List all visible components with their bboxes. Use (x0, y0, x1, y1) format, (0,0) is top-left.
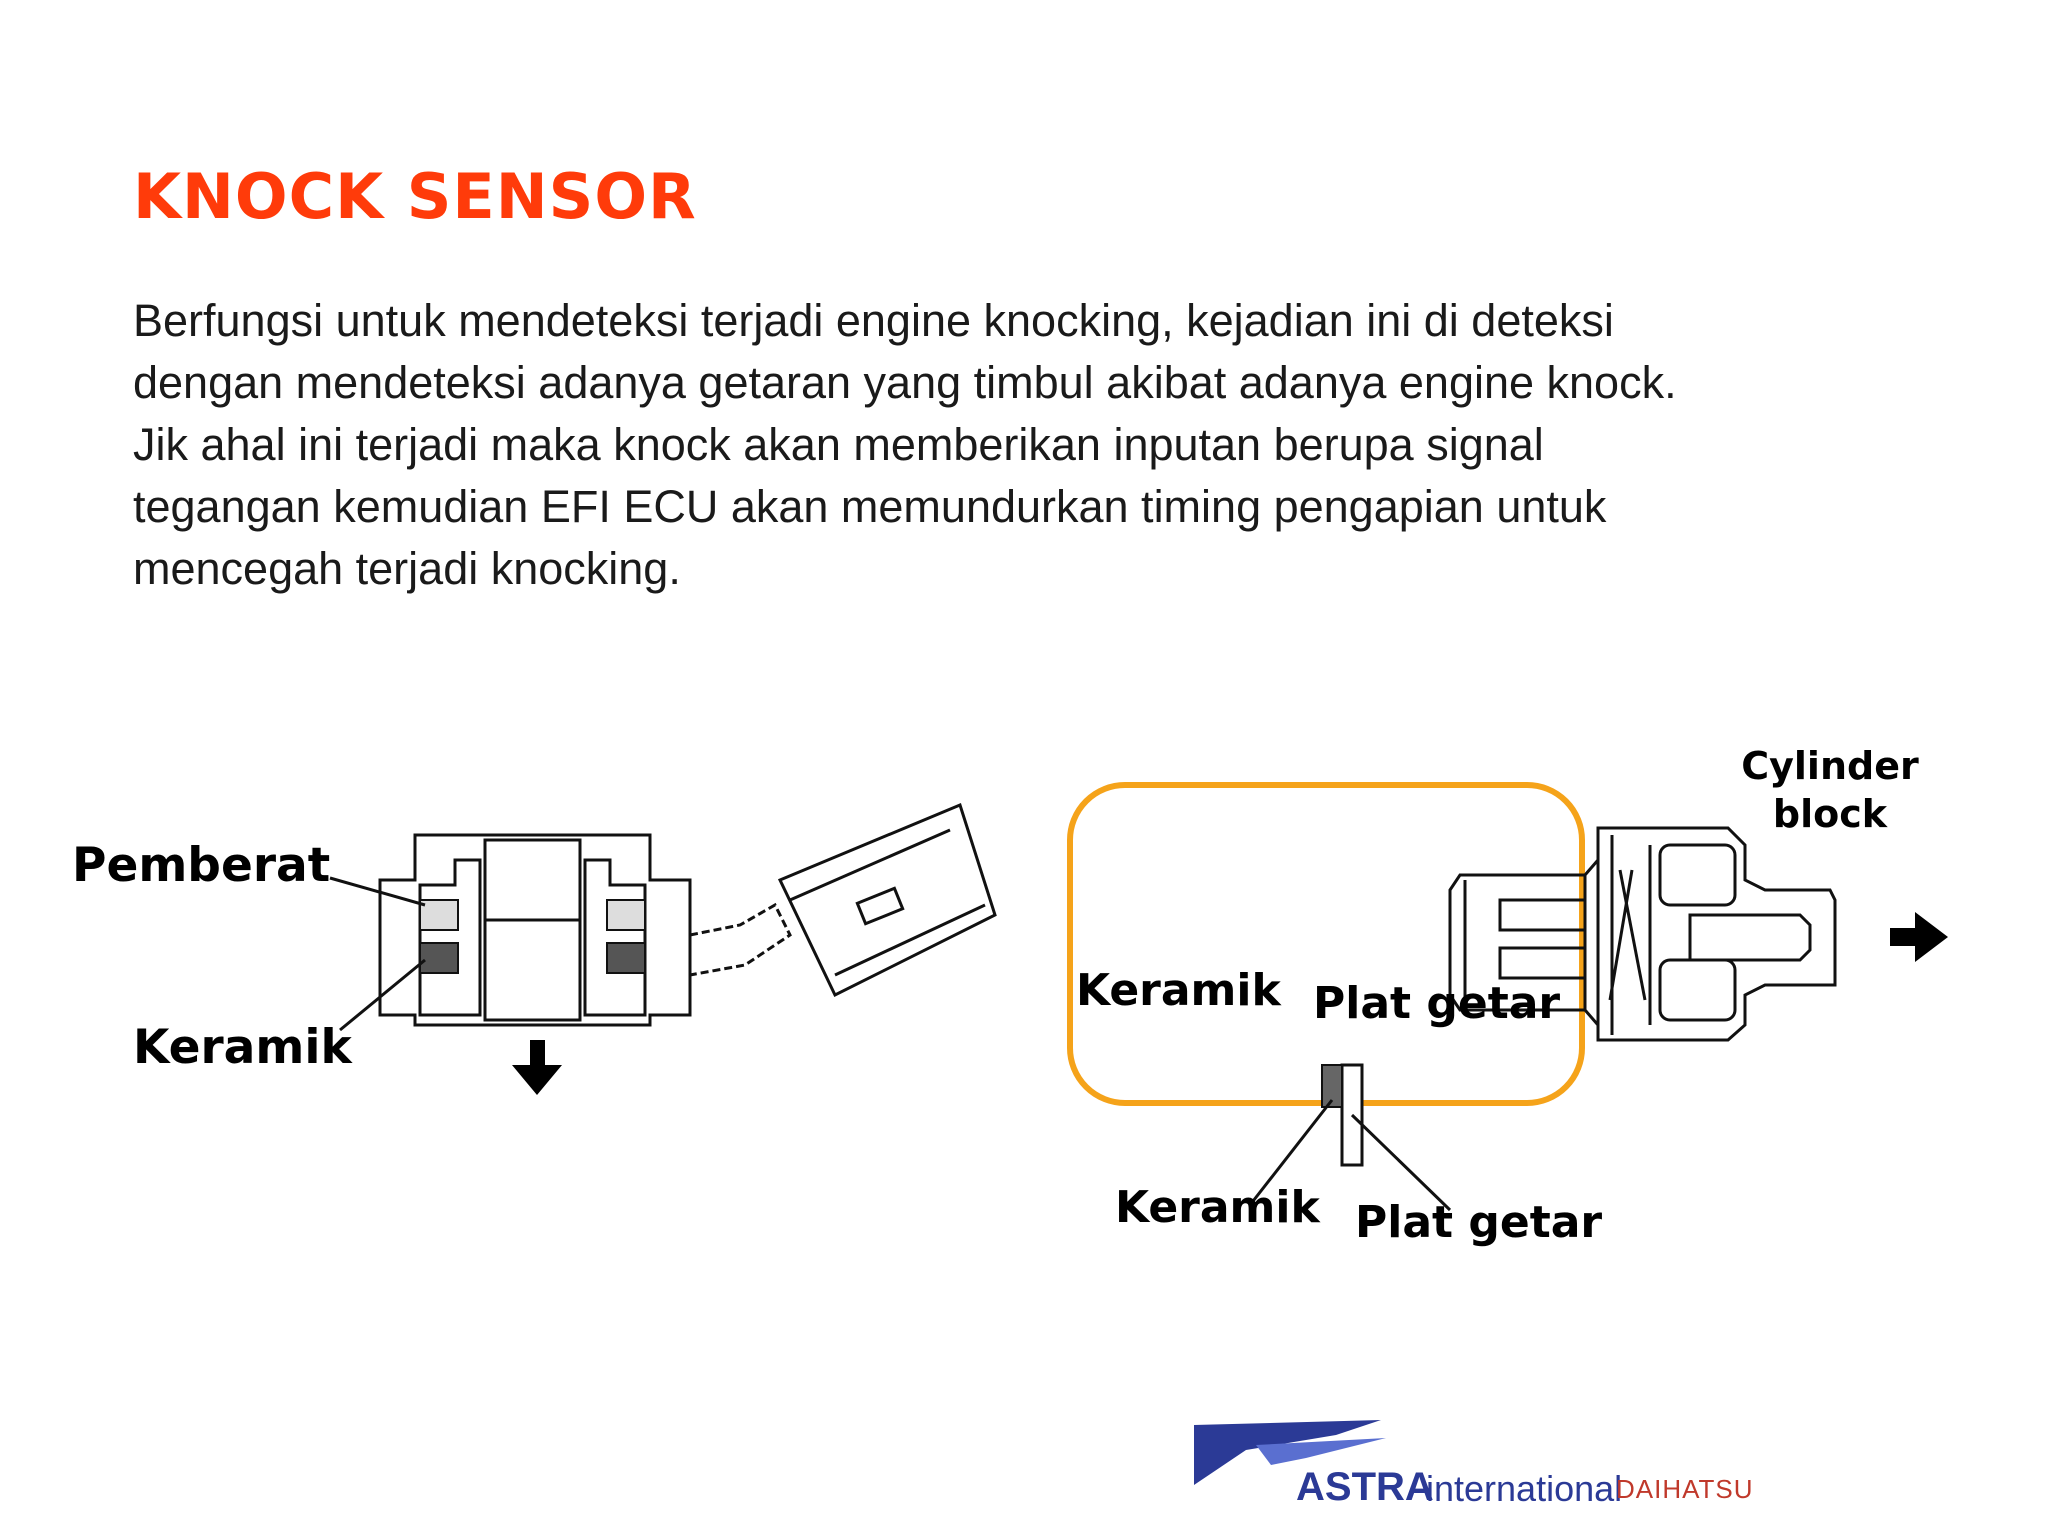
label-cylinder-line2: block (1772, 792, 1888, 836)
body-line-5: mencegah terjadi knocking. (133, 543, 681, 594)
weight-leader-line (329, 876, 426, 907)
logo-brand: ASTRA (1296, 1465, 1434, 1509)
sensor-body-outline (378, 833, 692, 1027)
down-arrow-icon (512, 1040, 562, 1095)
mounted-sensor-body (1596, 826, 1837, 1042)
ceramic-detail-leader (1248, 1099, 1334, 1206)
sensor-connector (777, 802, 997, 998)
ceramic-element-right (606, 942, 646, 974)
body-line-1: Berfungsi untuk mendeteksi terjadi engin… (133, 295, 1614, 346)
logo-partner: DAIHATSU (1616, 1474, 1754, 1504)
knock-sensor-mounted-diagram (1067, 782, 1948, 1212)
body-line-3: Jik ahal ini terjadi maka knock akan mem… (133, 419, 1544, 470)
astra-daihatsu-logo: ASTRA international DAIHATSU (1186, 1410, 1753, 1520)
label-cylinder-line1: Cylinder (1741, 744, 1919, 788)
slide-body-text: Berfungsi untuk mendeteksi terjadi engin… (133, 290, 1993, 600)
label-plat-getar-right: Plat getar (1313, 978, 1561, 1029)
right-arrow-icon (1890, 912, 1948, 962)
weight-element-left (419, 899, 459, 931)
ceramic-detail (1321, 1064, 1343, 1108)
ceramic-element-left (419, 942, 459, 974)
label-plat-getar-detail: Plat getar (1355, 1197, 1603, 1248)
label-pemberat: Pemberat (72, 838, 331, 893)
knock-sensor-cross-section-diagram (329, 802, 997, 1095)
label-keramik-detail: Keramik (1115, 1182, 1320, 1233)
body-line-4: tegangan kemudian EFI ECU akan memundurk… (133, 481, 1607, 532)
weight-element-right (606, 899, 646, 931)
label-keramik-left: Keramik (133, 1020, 352, 1075)
sensor-cable (689, 902, 792, 977)
slide-title: KNOCK SENSOR (133, 160, 697, 233)
label-keramik-right: Keramik (1076, 965, 1281, 1016)
label-cylinder-block: Cylinder block (1730, 742, 1930, 838)
ceramic-leader-line (339, 958, 426, 1032)
plate-detail-leader (1350, 1113, 1452, 1212)
sensor-center-bore (483, 838, 582, 1022)
logo-sub: international (1426, 1468, 1623, 1509)
body-line-2: dengan mendeteksi adanya getaran yang ti… (133, 357, 1677, 408)
astra-swoosh-icon (1194, 1420, 1386, 1485)
highlight-frame (1067, 782, 1585, 1106)
